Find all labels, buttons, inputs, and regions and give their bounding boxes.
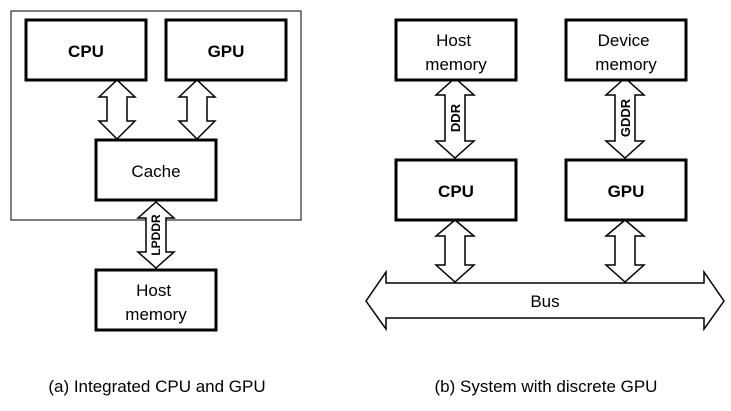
integrated-caption: (a) Integrated CPU and GPU — [48, 377, 265, 396]
cache-label: Cache — [131, 162, 180, 181]
ddr-label: DDR — [448, 103, 463, 132]
cpu-bus-arrow — [433, 219, 477, 284]
integrated-gpu-label: GPU — [208, 42, 245, 61]
integrated-host-memory-line1: Host — [136, 281, 171, 300]
device-memory-line2: memory — [595, 55, 657, 74]
integrated-host-memory-label: Host memory — [125, 281, 187, 324]
discrete-cpu-box — [394, 158, 518, 222]
cache-box — [94, 138, 218, 202]
gddr-label: GDDR — [618, 98, 633, 137]
lpddr-label: LPDDR — [149, 214, 163, 256]
ddr-arrow — [434, 76, 476, 160]
device-memory-line1: Device — [598, 31, 650, 50]
integrated-gpu-box — [164, 18, 288, 82]
host-memory-line2: memory — [425, 55, 487, 74]
host-memory-box — [394, 18, 518, 82]
discrete-gpu-box — [564, 158, 688, 222]
host-memory-label: Host memory — [425, 31, 487, 74]
gpu-bus-arrow — [603, 219, 647, 284]
lpddr-arrow — [136, 200, 176, 270]
discrete-cpu-label: CPU — [438, 182, 474, 201]
discrete-caption: (b) System with discrete GPU — [435, 377, 658, 396]
integrated-host-memory-line2: memory — [125, 305, 187, 324]
gddr-arrow — [604, 76, 646, 160]
integrated-host-memory-box — [94, 268, 218, 332]
integrated-cpu-box — [24, 18, 148, 82]
device-memory-box — [564, 18, 688, 82]
discrete-gpu-label: GPU — [608, 182, 645, 201]
host-memory-line1: Host — [436, 31, 471, 50]
device-memory-label: Device memory — [595, 31, 657, 74]
integrated-cpu-label: CPU — [68, 42, 104, 61]
bus-label: Bus — [530, 292, 559, 311]
bus-arrow — [365, 269, 725, 332]
